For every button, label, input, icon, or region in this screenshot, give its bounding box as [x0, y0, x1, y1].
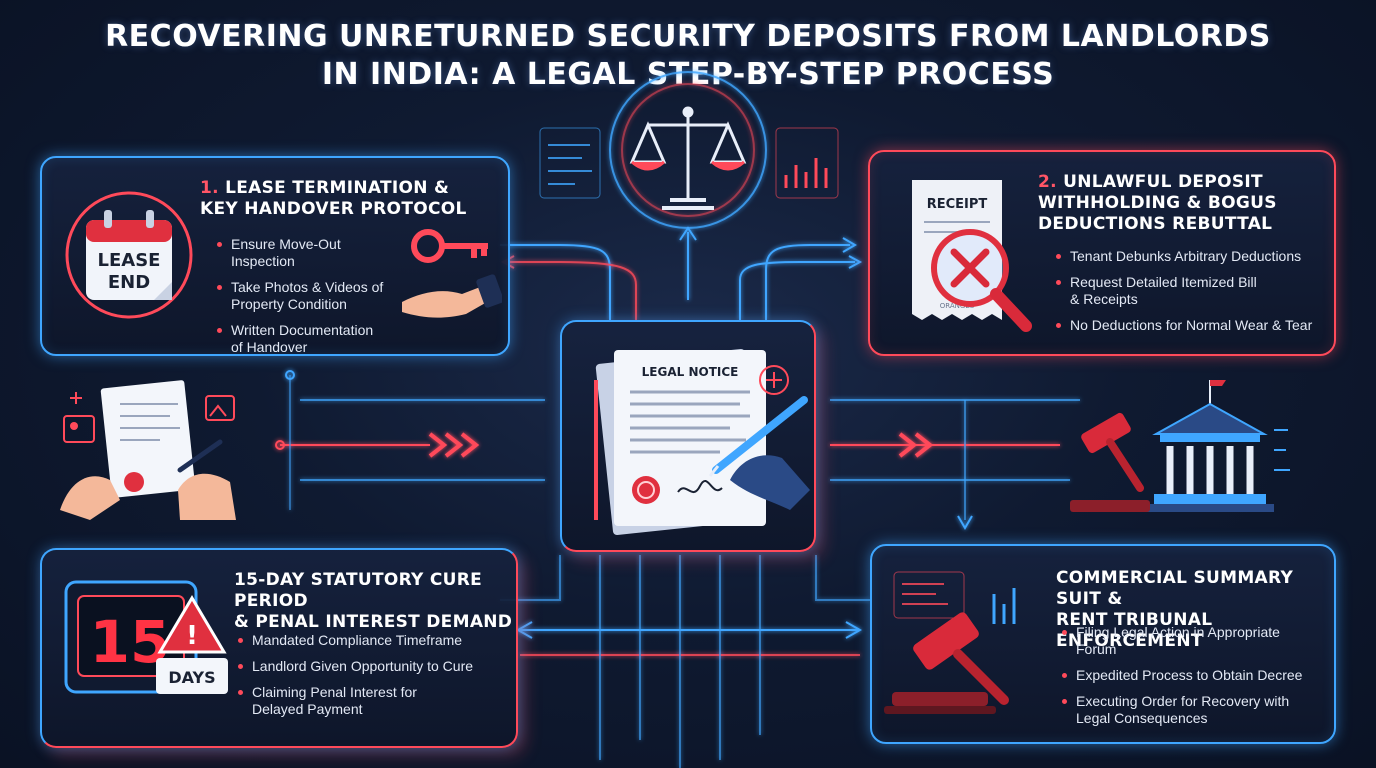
calendar-text-line-2: END [108, 272, 150, 293]
legal-notice-label: LEGAL NOTICE [642, 365, 739, 379]
calendar-icon: LEASE END [65, 191, 193, 319]
step-3-title-line-1: 15-Day Statutory Cure Period [234, 570, 483, 611]
data-screen-left [539, 127, 601, 199]
step-1-bullets: Ensure Move-Out Inspection Take Photos &… [217, 236, 407, 365]
step-4-title: Commercial Summary Suit & Rent Tribunal … [1056, 568, 1334, 652]
data-screen-right [775, 127, 839, 199]
courthouse-gavel-icon [1070, 380, 1290, 512]
arrow-right-bottom [845, 621, 863, 639]
step-1-panel: LEASE END 1. Lease Termination & Key Han… [40, 156, 510, 356]
list-item: Landlord Given Opportunity to Cure [238, 658, 508, 675]
step-2-bullets: Tenant Debunks Arbitrary Deductions Requ… [1056, 248, 1326, 343]
title-line-1: Recovering Unreturned Security Deposits … [105, 19, 1271, 54]
step-4-panel: Commercial Summary Suit & Rent Tribunal … [870, 544, 1336, 744]
step-3-bullets: Mandated Compliance Timeframe Landlord G… [238, 632, 508, 727]
list-item: No Deductions for Normal Wear & Tear [1056, 317, 1326, 334]
list-item: Ensure Move-Out Inspection [217, 236, 407, 270]
step-2-panel: RECEIPT ORANGES 2. Unlawful Deposit With… [868, 150, 1336, 356]
step-2-title-line-2: Withholding & Bogus [1038, 193, 1277, 213]
countdown-timer-icon: 15 ! DAYS [64, 580, 228, 694]
arrow-right-top [842, 237, 857, 253]
chevrons-right [898, 432, 934, 458]
step-1-number: 1. [200, 178, 219, 198]
step-1-title-line-2: Key Handover Protocol [200, 199, 467, 219]
calendar-text-line-1: LEASE [98, 250, 161, 271]
legal-notice-icon: LEGAL NOTICE [594, 349, 810, 535]
step-2-number: 2. [1038, 172, 1057, 192]
arrow-left-bottom [515, 621, 533, 639]
legal-notice-panel: LEGAL NOTICE [560, 320, 816, 552]
warning-icon: ! [186, 621, 198, 651]
list-item: Expedited Process to Obtain Decree [1062, 667, 1330, 684]
page-title: Recovering Unreturned Security Deposits … [0, 18, 1376, 94]
scales-icon [629, 106, 747, 210]
step-4-title-line-1: Commercial Summary Suit & [1056, 568, 1294, 609]
step-2-title-line-3: Deductions Rebuttal [1038, 214, 1273, 234]
receipt-footer: ORANGES [940, 302, 975, 310]
step-2-title-line-1: Unlawful Deposit [1063, 172, 1263, 192]
step-1-title-line-1: Lease Termination & [225, 178, 450, 198]
step-1-title: 1. Lease Termination & Key Handover Prot… [200, 178, 467, 220]
step-2-title: 2. Unlawful Deposit Withholding & Bogus … [1038, 172, 1277, 235]
list-item: Request Detailed Itemized Bill& Receipts [1056, 274, 1326, 308]
step-3-title-line-2: & Penal Interest Demand [234, 612, 513, 632]
title-line-2: in India: A Legal Step-By-Step Process [321, 57, 1055, 92]
gavel-icon [884, 571, 1016, 714]
document-signing-icon [60, 380, 236, 520]
list-item: Tenant Debunks Arbitrary Deductions [1056, 248, 1326, 265]
chevrons-left [428, 432, 480, 458]
receipt-label: RECEIPT [927, 197, 988, 212]
step-3-panel: 15 ! DAYS 15-Day Statutory Cure Period &… [40, 548, 518, 748]
countdown-unit: DAYS [168, 668, 215, 687]
list-item: Mandated Compliance Timeframe [238, 632, 508, 649]
step-4-title-line-2: Rent Tribunal Enforcement [1056, 610, 1213, 651]
step-3-title: 15-Day Statutory Cure Period & Penal Int… [234, 570, 516, 633]
key-handover-icon [402, 229, 502, 318]
receipt-magnifier-icon: RECEIPT ORANGES [912, 180, 1032, 332]
